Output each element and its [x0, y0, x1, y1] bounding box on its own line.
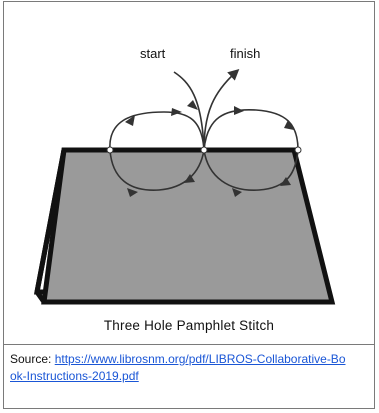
source-label: Source:: [10, 352, 55, 366]
thread-lower-left: [109, 149, 205, 191]
arrow-1: [125, 115, 135, 126]
arrow-7: [184, 174, 195, 183]
thread-finish: [203, 68, 240, 151]
label-start: start: [140, 46, 166, 61]
hole-left: [106, 146, 114, 154]
front-page: [41, 147, 336, 305]
stitch-diagram: start finish: [4, 2, 374, 314]
arrow-5: [280, 177, 291, 186]
thread-upper-right: [203, 108, 299, 151]
arrow-3: [234, 106, 244, 115]
source-citation: Source: https://www.librosnm.org/pdf/LIB…: [10, 351, 350, 385]
figure-frame: start finish Three Hole Pamphlet Stitch …: [3, 1, 375, 409]
thread-start: [173, 71, 205, 151]
arrow-4: [284, 120, 294, 130]
divider: [4, 344, 374, 345]
thread-upper-left: [109, 111, 205, 151]
hole-right: [294, 146, 302, 154]
arrow-9: [187, 100, 198, 110]
arrow-6: [232, 188, 242, 197]
hole-center: [200, 146, 208, 154]
arrow-8: [127, 188, 138, 197]
stitch-diagram-svg: start finish: [33, 46, 336, 305]
thread-lower-right: [203, 149, 299, 191]
arrow-2: [171, 108, 182, 116]
fold-side: [34, 149, 67, 304]
figure-caption: Three Hole Pamphlet Stitch: [103, 318, 275, 333]
label-finish: finish: [230, 46, 260, 61]
source-link[interactable]: https://www.librosnm.org/pdf/LIBROS-Coll…: [10, 352, 346, 383]
